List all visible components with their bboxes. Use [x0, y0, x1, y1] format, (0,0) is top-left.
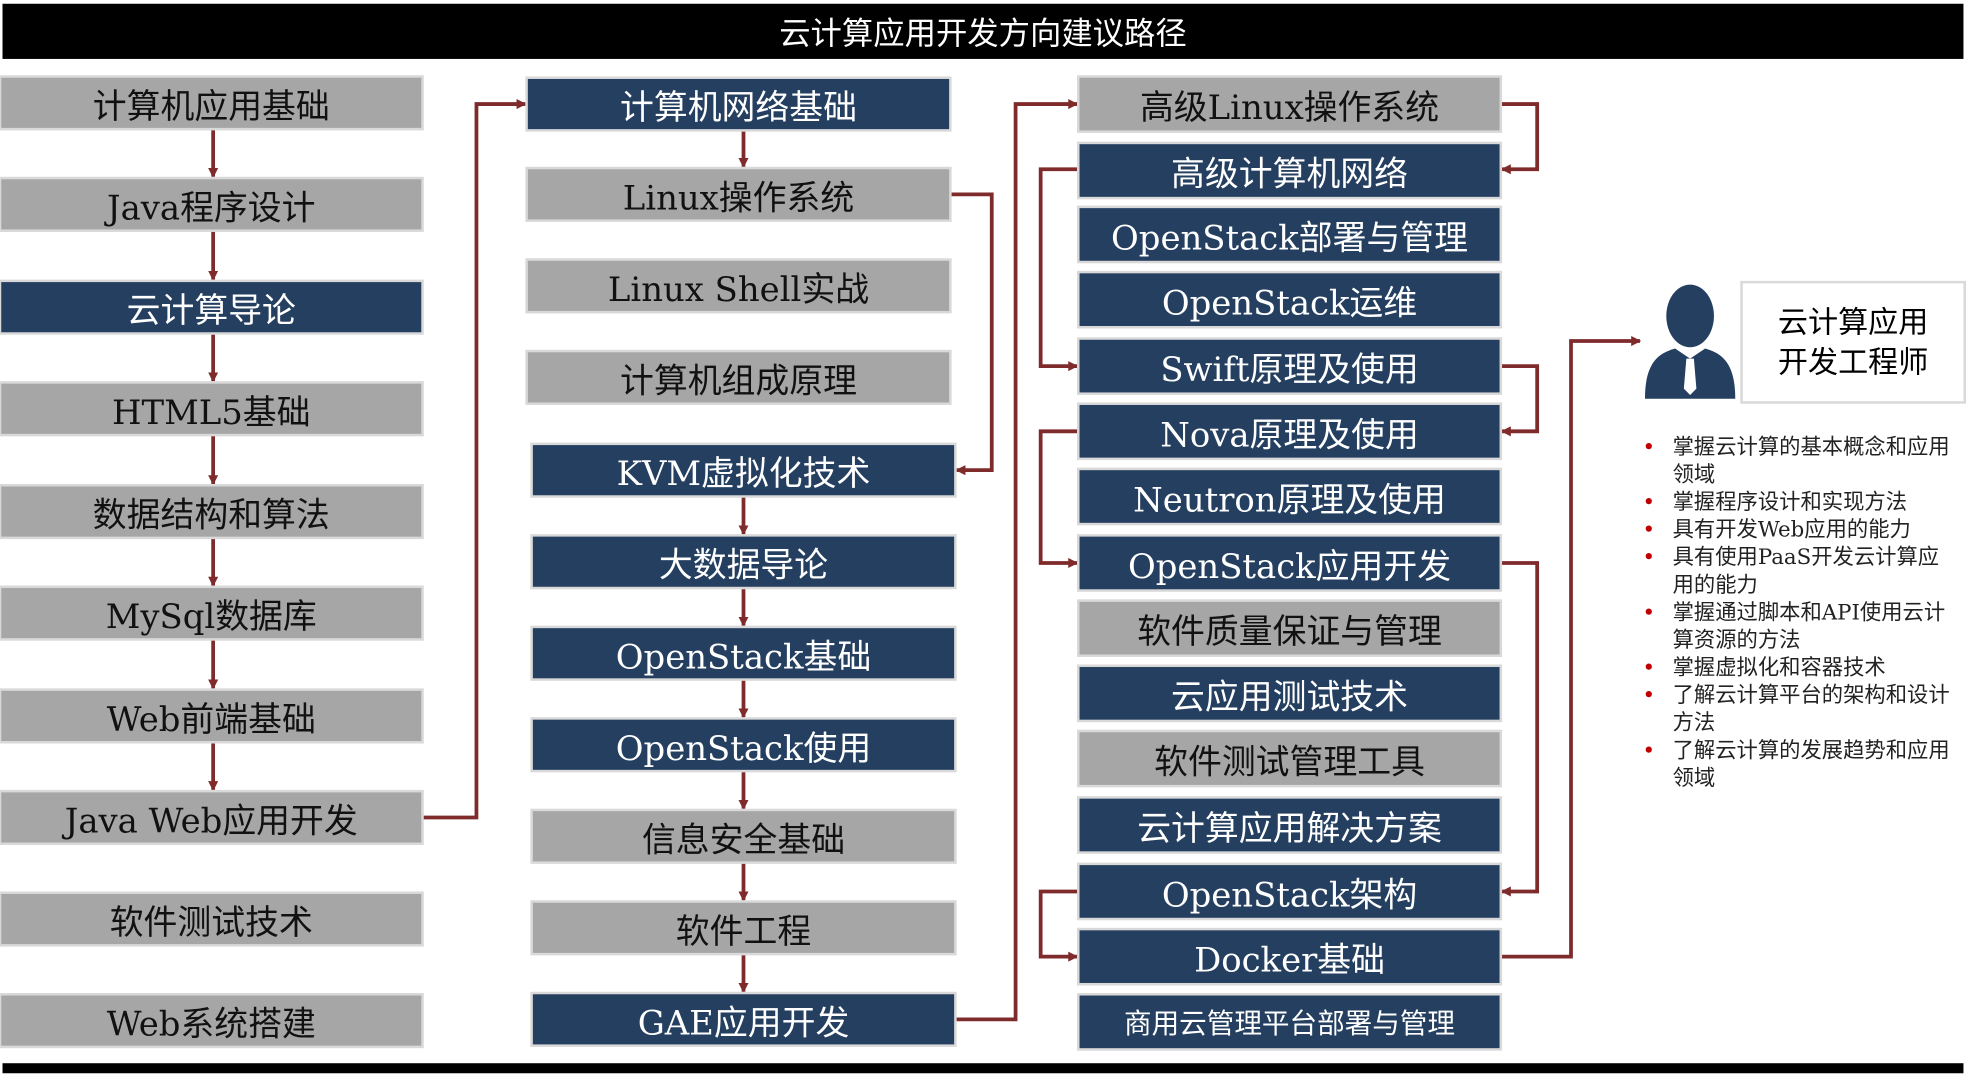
course-box: 商用云管理平台部署与管理 — [1079, 995, 1500, 1049]
course-box: Java程序设计 — [1, 179, 422, 230]
course-box: Java Web应用开发 — [1, 792, 422, 843]
skill-item: 了解云计算的发展趋势和应用领域 — [1642, 737, 1955, 792]
course-box: 软件测试管理工具 — [1079, 732, 1500, 785]
course-box: Web前端基础 — [1, 690, 422, 741]
course-box: OpenStack使用 — [532, 719, 955, 770]
arrow — [1499, 102, 1540, 175]
course-box: 高级Linux操作系统 — [1079, 77, 1500, 131]
course-box: 软件测试技术 — [1, 893, 422, 945]
arrow — [1038, 429, 1080, 568]
skill-item: 具有使用PaaS开发云计算应用的能力 — [1642, 544, 1955, 599]
page-title: 云计算应用开发方向建议路径 — [2, 3, 1964, 59]
course-box: 高级计算机网络 — [1079, 144, 1500, 197]
course-box: GAE应用开发 — [532, 994, 955, 1045]
course-box: OpenStack部署与管理 — [1079, 208, 1500, 261]
course-box: 大数据导论 — [532, 536, 955, 587]
arrow — [421, 99, 527, 820]
course-box: OpenStack基础 — [532, 628, 955, 679]
course-box: 计算机网络基础 — [527, 78, 950, 130]
skill-item: 了解云计算平台的架构和设计方法 — [1642, 682, 1955, 737]
arrow — [1038, 167, 1080, 372]
arrow — [1499, 561, 1540, 897]
course-box: 云计算导论 — [1, 282, 422, 333]
skill-item: 掌握通过脚本和API使用云计算资源的方法 — [1642, 599, 1955, 654]
course-box: Nova原理及使用 — [1079, 404, 1500, 458]
course-box: MySql数据库 — [1, 588, 422, 639]
course-box: 信息安全基础 — [532, 811, 955, 862]
course-box: OpenStack架构 — [1079, 865, 1500, 918]
course-box: Linux Shell实战 — [527, 260, 950, 311]
course-box: Docker基础 — [1079, 930, 1500, 983]
course-box: 软件质量保证与管理 — [1079, 601, 1500, 655]
person-icon — [1644, 284, 1736, 399]
course-box: 计算机应用基础 — [1, 77, 422, 128]
role-title-line1: 云计算应用 — [1777, 304, 1929, 340]
skill-item: 掌握云计算的基本概念和应用领域 — [1642, 434, 1955, 489]
arrow — [954, 99, 1079, 1022]
role-title-box: 云计算应用 开发工程师 — [1740, 280, 1966, 404]
arrow — [1499, 336, 1642, 959]
bottom-divider — [2, 1063, 1964, 1074]
course-box: Neutron原理及使用 — [1079, 470, 1500, 523]
course-box: KVM虚拟化技术 — [532, 445, 955, 496]
arrow — [949, 192, 994, 476]
arrow — [1038, 889, 1080, 962]
course-box: Linux操作系统 — [527, 169, 950, 220]
role-title-line2: 开发工程师 — [1777, 344, 1929, 380]
course-box: HTML5基础 — [1, 383, 422, 434]
skill-item: 具有开发Web应用的能力 — [1642, 517, 1955, 545]
course-box: OpenStack运维 — [1079, 273, 1500, 326]
course-box: Web系统搭建 — [1, 995, 422, 1046]
course-box: OpenStack应用开发 — [1079, 536, 1500, 590]
arrow — [1499, 364, 1540, 437]
course-box: 云应用测试技术 — [1079, 667, 1500, 720]
course-box: 软件工程 — [532, 902, 955, 953]
course-box: 数据结构和算法 — [1, 486, 422, 537]
course-box: 计算机组成原理 — [527, 352, 950, 403]
course-box: Swift原理及使用 — [1079, 339, 1500, 393]
skill-item: 掌握程序设计和实现方法 — [1642, 489, 1955, 517]
skill-item: 掌握虚拟化和容器技术 — [1642, 654, 1955, 682]
skills-list: 掌握云计算的基本概念和应用领域掌握程序设计和实现方法具有开发Web应用的能力具有… — [1642, 434, 1955, 793]
course-box: 云计算应用解决方案 — [1079, 798, 1500, 852]
